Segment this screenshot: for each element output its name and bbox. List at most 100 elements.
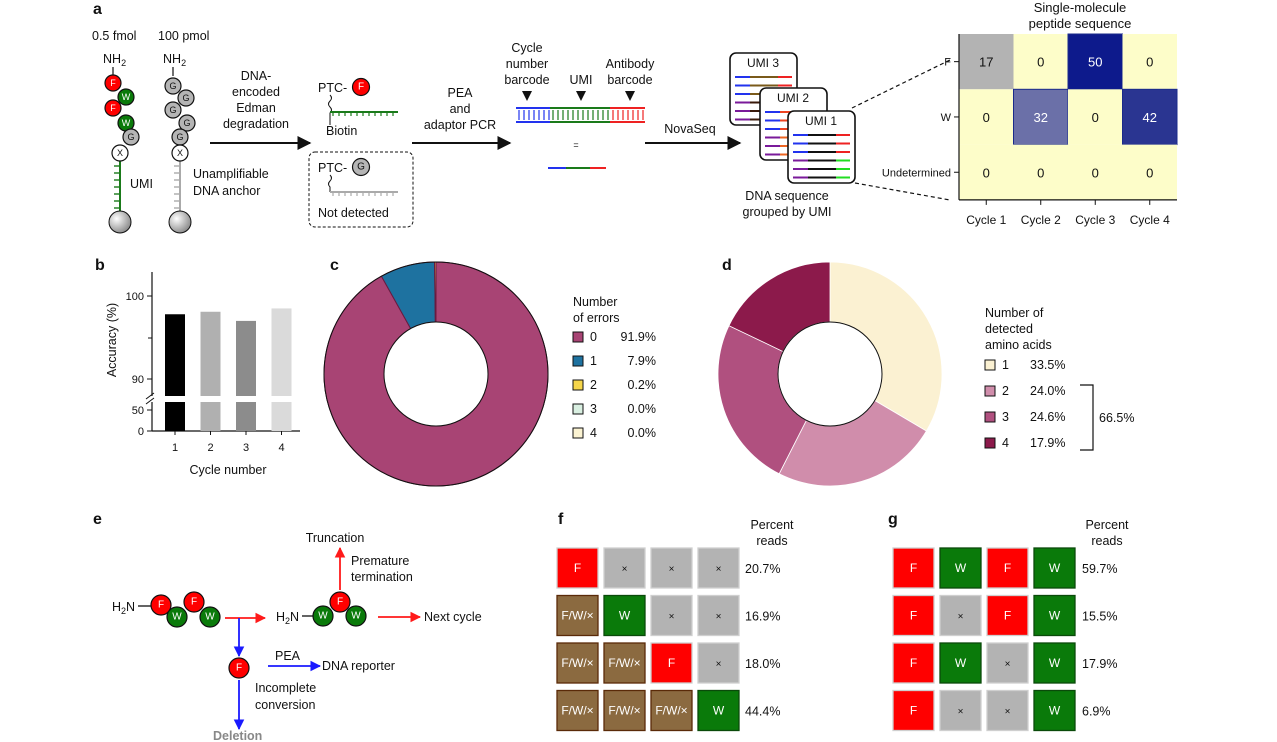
heatmap-value: 32 [1034, 110, 1048, 125]
h-text: H [112, 600, 121, 614]
legend-swatch [984, 437, 996, 449]
nh2-label: NH2 [103, 52, 126, 68]
sequence-cell [603, 594, 646, 637]
residue-label: G [169, 81, 176, 91]
sequence-cell [556, 689, 599, 732]
h-subscript: 2 [121, 606, 126, 616]
residue-label: F [337, 597, 343, 608]
umi-card-frame [787, 110, 856, 184]
residue-G-icon [164, 77, 182, 95]
heatmap-cell [1068, 89, 1123, 145]
sequence-cell-label: F [1004, 609, 1011, 623]
heatmap-value: 17 [979, 55, 993, 70]
heatmap-col-label: Cycle 4 [1130, 213, 1170, 227]
heatmap-cell [1122, 34, 1177, 90]
panel-label-f: f [558, 511, 564, 528]
sequence-cell [697, 689, 740, 732]
sequence-cell-label: F/W/× [561, 704, 593, 718]
umi-label: UMI [130, 177, 153, 191]
residue-W-icon [312, 605, 334, 627]
residue-label: X [117, 148, 123, 158]
residue-label: G [176, 132, 183, 142]
sequence-cell-label: W [955, 561, 967, 575]
bead-icon [168, 210, 192, 234]
legend-value: 91.9% [621, 330, 656, 344]
h2n-label: H2N [276, 610, 299, 626]
step-pea-label: PEA [447, 86, 473, 100]
legend-value: 7.9% [628, 354, 657, 368]
heatmap-cell [959, 89, 1014, 145]
sequence-cell [603, 642, 646, 684]
nh-subscript: 2 [121, 58, 126, 68]
sequence-cell-label: × [716, 659, 722, 670]
donut-slice-2 [434, 261, 437, 323]
sequence-cell [1033, 594, 1076, 637]
heatmap-cell [1068, 144, 1123, 200]
sequence-cell [650, 689, 693, 732]
legend-swatch [572, 379, 584, 391]
bar-upper [236, 320, 256, 396]
sequence-cell-label: W [1049, 609, 1061, 623]
legend-title: of errors [573, 311, 620, 325]
nh-text: NH [163, 52, 181, 66]
percent-value: 16.9% [745, 610, 780, 624]
legend-title: Number [573, 295, 617, 309]
sequence-cell [650, 547, 693, 589]
linker [328, 174, 332, 192]
axis-break-mark [145, 392, 155, 400]
cycle-barcode-label: number [506, 57, 548, 71]
sequence-cell-label: × [669, 564, 675, 575]
sequence-cell [892, 594, 935, 637]
axis-break-mark [145, 397, 155, 405]
premature-label: Premature [351, 554, 409, 568]
sequence-cell-label: × [1005, 707, 1011, 718]
residue-label: G [169, 105, 176, 115]
antibody-barcode-label: Antibody [606, 57, 655, 71]
residue-label: F [110, 103, 116, 113]
pointer-triangle-icon [522, 91, 532, 101]
sequence-cell-label: F [910, 704, 917, 718]
heatmap-value: 50 [1088, 55, 1102, 70]
x-tick-label: 1 [172, 442, 178, 454]
bar-lower [236, 402, 256, 431]
sequence-cell-label: F/W/× [608, 656, 640, 670]
step-edman-label: encoded [232, 85, 280, 99]
percent-value: 59.7% [1082, 562, 1117, 576]
donut-outline [323, 261, 549, 487]
anchor-label: Unamplifiable [193, 167, 269, 181]
y-tick-label: 90 [132, 374, 144, 386]
truncation-label: Truncation [306, 531, 365, 545]
heatmap-cell [959, 144, 1014, 200]
legend-label: 4 [590, 426, 597, 440]
bar-lower [165, 402, 185, 431]
sequence-cell-label: F [1004, 561, 1011, 575]
legend-swatch [984, 411, 996, 423]
sequence-cell [556, 547, 599, 589]
heatmap-value: 0 [1037, 165, 1044, 180]
legend-label: 1 [590, 354, 597, 368]
heatmap-value: 0 [1092, 165, 1099, 180]
sequence-cell [650, 594, 693, 637]
grouped-label: grouped by UMI [743, 205, 832, 219]
residue-F-icon [150, 594, 172, 616]
umi-card-title: UMI 2 [777, 91, 809, 105]
legend-swatch [572, 331, 584, 343]
residue-F-icon [329, 591, 351, 613]
sequence-cell [603, 689, 646, 732]
sequence-cell [650, 642, 693, 684]
residue-W-icon [166, 606, 188, 628]
percent-value: 20.7% [745, 562, 780, 576]
heatmap-cell [1122, 144, 1177, 200]
residue-F-icon [104, 99, 122, 117]
sequence-cell-label: W [619, 609, 631, 623]
residue-F-icon [351, 77, 371, 97]
zoom-line [851, 59, 951, 109]
sequence-cell-label: W [955, 656, 967, 670]
percent-header: reads [756, 534, 787, 548]
legend-value: 0.2% [628, 378, 657, 392]
panel-label-a: a [93, 1, 102, 18]
